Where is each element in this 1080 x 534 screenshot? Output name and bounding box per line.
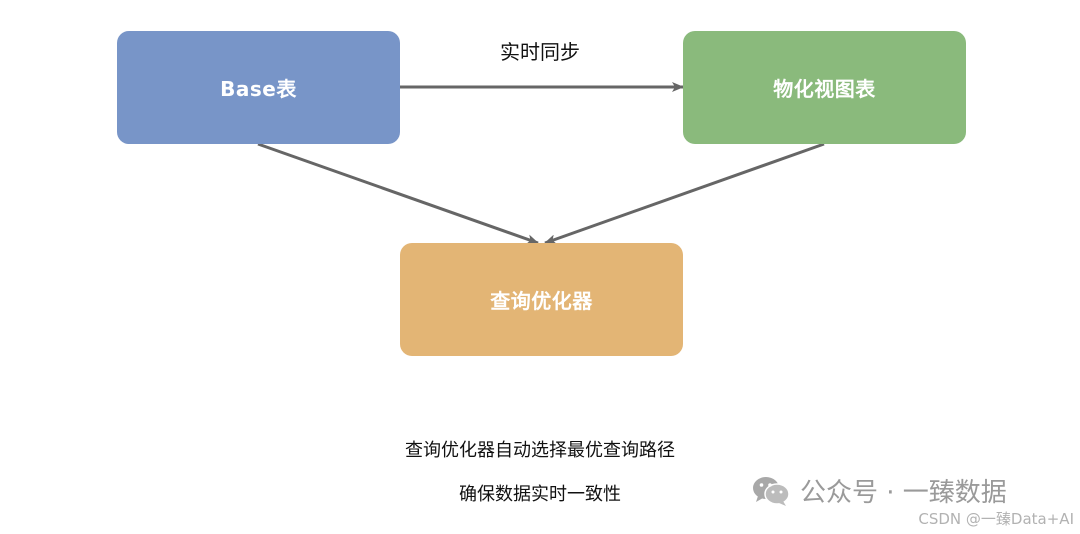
arrow-base-to-optimizer: [257, 142, 539, 245]
node-base-table-label: Base表: [220, 77, 297, 101]
node-materialized-view-label: 物化视图表: [773, 77, 876, 101]
edge-label-realtime-sync: 实时同步: [500, 40, 580, 64]
node-query-optimizer-label: 查询优化器: [490, 289, 593, 313]
watermark-csdn: CSDN @一臻Data+AI: [918, 510, 1074, 528]
note-consistency: 确保数据实时一致性: [459, 484, 621, 505]
arrow-mv-to-optimizer: [544, 142, 825, 245]
watermark-account-text: 公众号 · 一臻数据: [800, 478, 1007, 508]
watermark-account: 公众号 · 一臻数据: [752, 472, 1007, 509]
wechat-icon: [753, 476, 790, 506]
note-optimal-path: 查询优化器自动选择最优查询路径: [405, 440, 675, 461]
node-materialized-view: 物化视图表: [683, 31, 966, 144]
node-query-optimizer: 查询优化器: [400, 243, 683, 356]
node-base-table: Base表: [117, 31, 400, 144]
